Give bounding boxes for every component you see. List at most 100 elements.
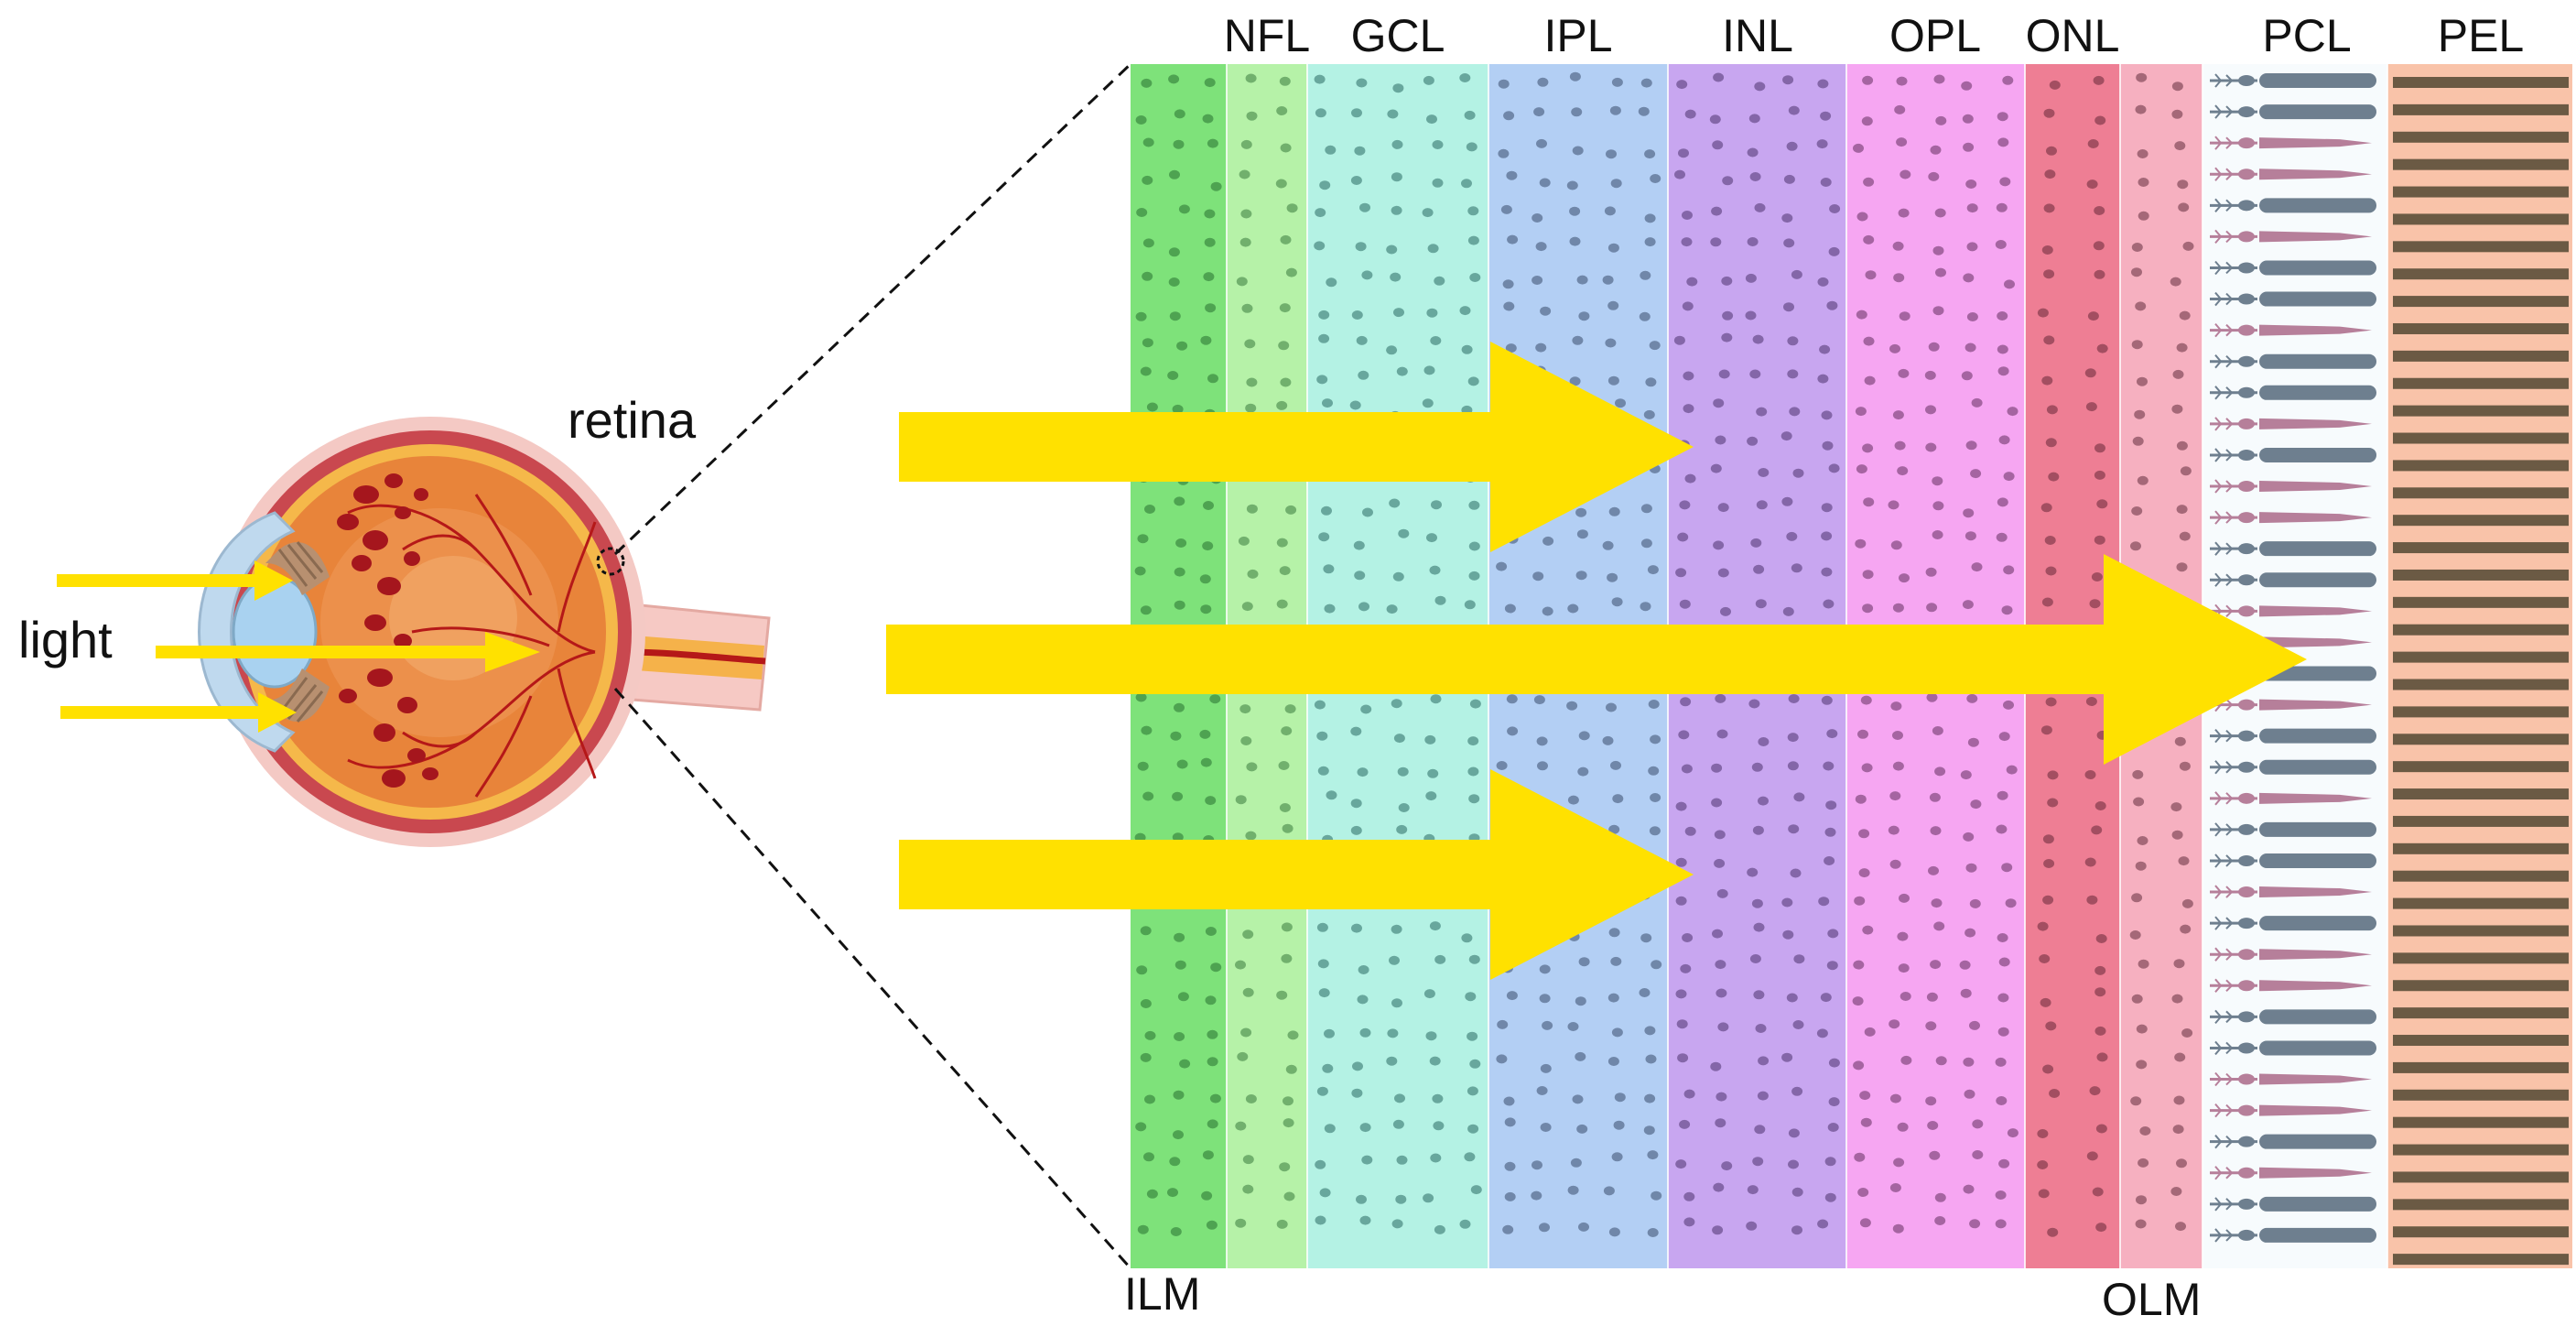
pel-stripe — [2393, 1035, 2569, 1047]
photoreceptor-nucleus — [2238, 418, 2255, 429]
cell-dot — [2093, 241, 2105, 251]
cell-dot — [1640, 270, 1651, 280]
zoom-line-bottom — [613, 688, 1132, 1269]
cell-dot — [1566, 180, 1578, 190]
photoreceptor-nucleus — [2238, 918, 2255, 929]
photoreceptor-nucleus — [2238, 1104, 2255, 1116]
cell-dot — [1648, 700, 1660, 709]
photoreceptor-synapse — [2225, 1078, 2233, 1086]
cell-dot — [2137, 836, 2148, 845]
cell-dot — [2001, 605, 2013, 615]
cell-dot — [1176, 341, 1188, 351]
photoreceptor-synapse — [2225, 235, 2233, 244]
cell-dot — [1897, 466, 1909, 476]
cell-dot — [1898, 963, 1910, 973]
cell-dot — [2037, 1160, 2049, 1169]
cone-cell — [2259, 605, 2372, 617]
cell-dot — [1900, 992, 1911, 1001]
cell-dot — [1680, 963, 1692, 973]
cell-dot — [1200, 335, 1212, 345]
cell-dot — [1896, 76, 1908, 86]
photoreceptor-synapse — [2225, 604, 2233, 613]
cell-dot — [1782, 929, 1794, 940]
photoreceptor-synapse — [2214, 1109, 2222, 1118]
cell-dot — [1854, 896, 1866, 906]
cell-dot — [1788, 105, 1800, 115]
pel-stripe — [2393, 515, 2569, 527]
photoreceptor-synapse — [2214, 984, 2222, 993]
rod-cell — [2259, 1227, 2376, 1243]
cell-dot — [1932, 245, 1944, 255]
cell-dot — [1325, 145, 1337, 155]
cell-dot — [2084, 770, 2096, 779]
photoreceptor-synapse — [2225, 917, 2233, 924]
cell-dot — [1998, 957, 2010, 967]
cell-dot — [1204, 209, 1216, 219]
rod-cell — [2259, 447, 2376, 462]
photoreceptor-synapse — [2225, 766, 2233, 774]
cell-dot — [1423, 365, 1435, 375]
cell-dot — [1748, 699, 1760, 709]
cell-dot — [1314, 241, 1326, 251]
cell-dot — [1135, 1122, 1147, 1132]
cell-dot — [1175, 538, 1187, 548]
photoreceptor-synapse — [2214, 510, 2222, 518]
cell-dot — [1612, 794, 1624, 804]
cell-dot — [1716, 729, 1728, 739]
cell-dot — [1647, 1228, 1659, 1237]
cell-dot — [1714, 830, 1726, 840]
cell-dot — [1427, 768, 1439, 778]
cell-dot — [1855, 407, 1867, 417]
photoreceptor-synapse — [2214, 541, 2222, 549]
cell-dot — [1787, 733, 1799, 743]
cell-dot — [1424, 734, 1436, 745]
cell-dot — [2084, 368, 2096, 378]
cell-dot — [1391, 205, 1402, 215]
cell-dot — [1934, 1192, 1946, 1202]
cell-dot — [1792, 1020, 1804, 1029]
photoreceptor-synapse — [2214, 1016, 2222, 1025]
cell-dot — [1821, 503, 1833, 513]
cell-dot — [1246, 377, 1258, 387]
photoreceptor-synapse — [2214, 760, 2222, 768]
cell-dot — [1610, 179, 1622, 189]
cell-dot — [1467, 766, 1479, 777]
cell-dot — [1969, 898, 1981, 908]
pel-stripe — [2393, 296, 2569, 308]
photoreceptor-synapse — [2225, 1229, 2233, 1236]
cell-dot — [2173, 1095, 2185, 1105]
cell-dot — [1282, 823, 1293, 833]
light-arrow-top — [899, 342, 1694, 552]
photoreceptor-synapse — [2225, 480, 2233, 487]
cell-dot — [1960, 988, 1972, 998]
cell-dot — [1392, 571, 1404, 582]
cell-dot — [1821, 531, 1833, 541]
photoreceptor-synapse — [2214, 516, 2222, 525]
rod-cell — [2259, 1134, 2376, 1149]
cell-dot — [1504, 1161, 1516, 1171]
cell-dot — [1899, 573, 1910, 583]
cell-dot — [2049, 1089, 2061, 1098]
cell-dot — [1681, 237, 1693, 247]
photoreceptor-synapse — [2225, 168, 2233, 175]
cell-dot — [1575, 571, 1587, 581]
cell-dot — [2037, 308, 2049, 318]
cell-dot — [2179, 761, 2191, 771]
photoreceptor-synapse — [2214, 198, 2222, 206]
cell-dot — [1897, 931, 1909, 941]
pel-stripe — [2393, 350, 2569, 362]
photoreceptor-synapse — [2225, 511, 2233, 518]
cell-dot — [1387, 109, 1399, 119]
photoreceptor-synapse — [2214, 454, 2222, 462]
cell-dot — [1144, 1094, 1155, 1104]
cell-dot — [1316, 375, 1328, 385]
rod-cell — [2259, 291, 2376, 307]
cell-dot — [1651, 1190, 1662, 1201]
cell-dot — [1285, 267, 1297, 277]
cell-dot — [1864, 375, 1876, 386]
cell-dot — [1281, 922, 1293, 932]
cell-dot — [1683, 371, 1694, 381]
cell-dot — [1676, 80, 1688, 90]
pel-stripe — [2393, 734, 2569, 745]
cell-dot — [1783, 238, 1795, 248]
